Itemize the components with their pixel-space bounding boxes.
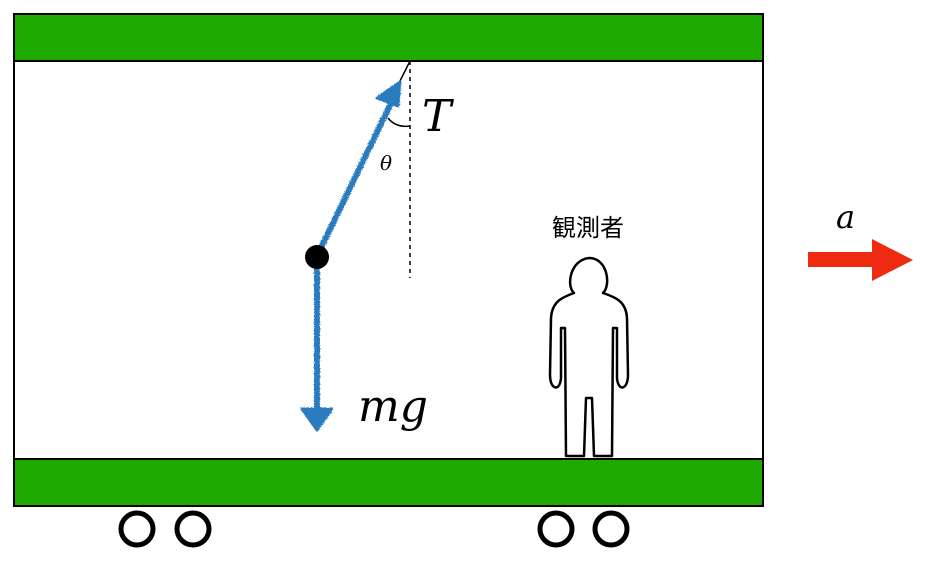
wheel-icon bbox=[174, 510, 212, 548]
gravity-vector bbox=[300, 259, 334, 432]
person-icon bbox=[548, 256, 630, 458]
acceleration-arrow bbox=[808, 239, 913, 281]
angle-label: θ bbox=[380, 151, 392, 175]
observer-label: 観測者 bbox=[552, 214, 624, 242]
wheel-icon bbox=[592, 510, 630, 548]
acceleration-label: a bbox=[836, 198, 855, 236]
wheel-icon bbox=[537, 510, 575, 548]
car-interior bbox=[13, 13, 764, 507]
wheels bbox=[118, 510, 630, 548]
car-floor bbox=[13, 458, 764, 507]
angle-arc bbox=[387, 117, 411, 128]
tension-label: T bbox=[422, 91, 455, 142]
tension-vector bbox=[314, 80, 402, 259]
wheel-icon bbox=[118, 510, 156, 548]
pendulum-bob bbox=[305, 245, 329, 269]
car-roof bbox=[13, 13, 764, 62]
train-car bbox=[13, 13, 764, 507]
gravity-label: mg bbox=[358, 381, 428, 432]
